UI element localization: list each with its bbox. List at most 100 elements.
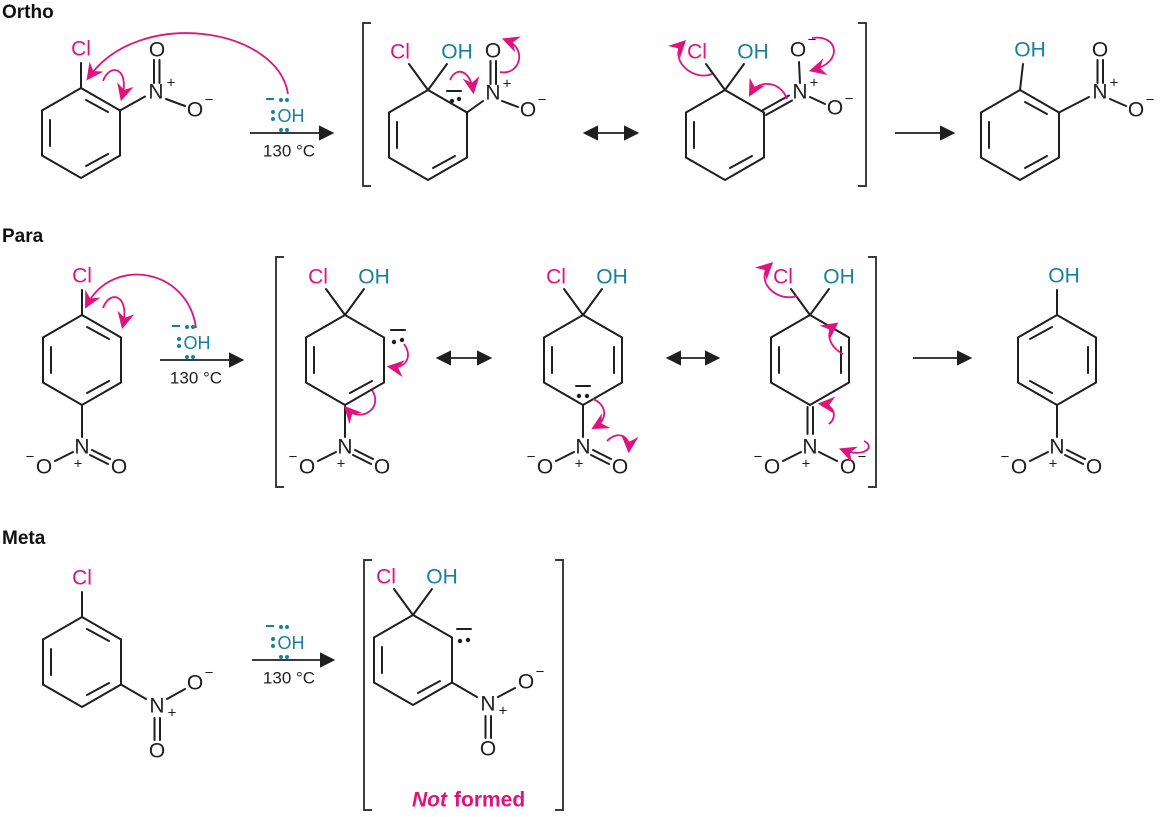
n-o-bond bbox=[782, 451, 802, 462]
oxygen-label: O bbox=[1011, 456, 1027, 479]
curved-arrow-lone-pair-to-n bbox=[449, 70, 480, 95]
nitrogen-label: N bbox=[1092, 81, 1107, 104]
oxygen-label: O bbox=[520, 99, 536, 122]
hydroxyl-label: OH bbox=[823, 266, 855, 289]
bracket-right bbox=[858, 22, 867, 187]
temperature-label: 130 °C bbox=[263, 669, 315, 688]
curved-arrow-cn-pi-shift bbox=[817, 396, 836, 425]
nitrogen-label: N bbox=[1049, 436, 1064, 459]
c-n-bond bbox=[120, 683, 147, 700]
ortho-intermediate-2: Cl OH N + O − O − bbox=[667, 32, 854, 182]
row-label-ortho: Ortho bbox=[2, 2, 54, 23]
oxygen-label: O bbox=[187, 672, 203, 695]
chlorine-label: Cl bbox=[72, 265, 92, 288]
c-cl-bond bbox=[705, 63, 726, 91]
curved-arrow-o-to-n bbox=[839, 440, 870, 463]
row-para: Para Cl N + O − O bbox=[2, 226, 1102, 488]
plus-charge: + bbox=[503, 76, 512, 93]
lone-pair-dot bbox=[584, 393, 590, 399]
chlorine-label: Cl bbox=[546, 266, 566, 289]
plus-charge: + bbox=[1049, 456, 1058, 473]
nitrogen-label: N bbox=[148, 81, 163, 104]
minus-charge: − bbox=[858, 449, 867, 466]
c-n-bond bbox=[1058, 96, 1090, 114]
bracket-right bbox=[555, 559, 564, 811]
ortho-reactant: Cl N + O O − bbox=[41, 32, 289, 180]
oxygen-label: O bbox=[537, 456, 553, 479]
oxygen-label: O bbox=[612, 456, 628, 479]
curved-arrow-pi-to-oxygen bbox=[499, 36, 521, 74]
meta-reaction-conditions: OH 130 °C bbox=[252, 625, 336, 688]
oxygen-label: O bbox=[1092, 39, 1108, 62]
ortho-product: OH N + O O − bbox=[980, 39, 1155, 182]
para-intermediate-1: Cl OH N + O − O bbox=[289, 266, 409, 479]
oxygen-label: O bbox=[764, 456, 780, 479]
lone-pair-dot bbox=[457, 638, 463, 644]
hydroxide-label: OH bbox=[278, 106, 305, 126]
benzene-ring bbox=[1017, 313, 1097, 407]
curved-arrow-nucleophile-attack bbox=[85, 273, 197, 329]
chlorine-label: Cl bbox=[71, 38, 91, 61]
c-oh-bond bbox=[1019, 63, 1024, 91]
n-o-bond bbox=[501, 100, 519, 108]
lone-pair-dot bbox=[185, 325, 189, 329]
chlorine-label: Cl bbox=[687, 41, 707, 64]
curved-arrow-cl-leaves bbox=[754, 262, 798, 299]
n-o-bond bbox=[555, 451, 575, 462]
n-o-bond bbox=[317, 451, 337, 462]
n-o-double-bond bbox=[590, 454, 610, 465]
double-bond-inner bbox=[85, 153, 109, 167]
n-o-double-bond bbox=[1066, 449, 1086, 460]
oxygen-label: O bbox=[518, 671, 534, 694]
lone-pair-dot bbox=[465, 637, 471, 643]
oxygen-label: O bbox=[827, 97, 843, 120]
c-n-bond bbox=[451, 681, 478, 698]
lone-pair-dot bbox=[285, 98, 289, 102]
hydroxyl-label: OH bbox=[1048, 265, 1080, 288]
double-bond-inner bbox=[417, 680, 441, 694]
lone-pair-dot bbox=[279, 98, 283, 102]
curved-arrow-pi-shift bbox=[344, 389, 377, 425]
n-o-bond bbox=[497, 687, 516, 698]
oxygen-label: O bbox=[111, 456, 127, 479]
n-o-double-bond bbox=[592, 449, 612, 460]
bracket-left bbox=[362, 22, 371, 187]
nitrogen-label: N bbox=[337, 436, 352, 459]
double-bond-inner bbox=[86, 380, 110, 394]
plus-charge: + bbox=[337, 456, 346, 473]
nitrogen-label: N bbox=[802, 436, 817, 459]
para-reaction-conditions: OH 130 °C bbox=[160, 325, 245, 388]
para-intermediate-2: Cl OH N + O − O bbox=[527, 266, 639, 479]
nitrogen-label: N bbox=[485, 82, 500, 105]
lone-pair-dot bbox=[271, 117, 275, 121]
double-bond-inner bbox=[432, 155, 456, 169]
curved-arrow-pi-shift bbox=[102, 296, 135, 330]
n-o-bond bbox=[798, 61, 801, 84]
n-o-double-bond bbox=[352, 454, 372, 465]
plus-charge: + bbox=[1110, 75, 1119, 92]
row-label-para: Para bbox=[2, 226, 44, 247]
para-reactant: Cl N + O − O bbox=[26, 265, 197, 479]
double-bond-inner bbox=[349, 380, 373, 394]
double-bond-inner bbox=[85, 99, 109, 113]
meta-reactant: Cl N + O − O bbox=[42, 567, 214, 763]
lone-pair-dot bbox=[285, 655, 289, 659]
oxygen-label: O bbox=[149, 39, 165, 62]
nitrogen-label: N bbox=[575, 436, 590, 459]
temperature-label: 130 °C bbox=[263, 142, 315, 161]
double-bond-inner bbox=[1029, 380, 1053, 394]
curved-arrow-pi-to-ring bbox=[819, 322, 844, 355]
minus-charge: − bbox=[536, 664, 545, 681]
cyclohexadiene-ring bbox=[373, 613, 453, 707]
c-n-double-bond bbox=[762, 94, 790, 111]
chlorine-label: Cl bbox=[390, 41, 410, 64]
nitrogen-label: N bbox=[480, 693, 495, 716]
lone-pair-dot bbox=[271, 637, 275, 641]
ortho-reaction-conditions: OH 130 °C bbox=[250, 98, 335, 161]
lone-pair-dot bbox=[279, 655, 283, 659]
oxygen-label: O bbox=[790, 39, 806, 62]
hydroxyl-label: OH bbox=[426, 566, 458, 589]
minus-charge: − bbox=[205, 665, 214, 682]
hydroxyl-label: OH bbox=[358, 266, 390, 289]
double-bond-inner bbox=[1029, 326, 1053, 340]
